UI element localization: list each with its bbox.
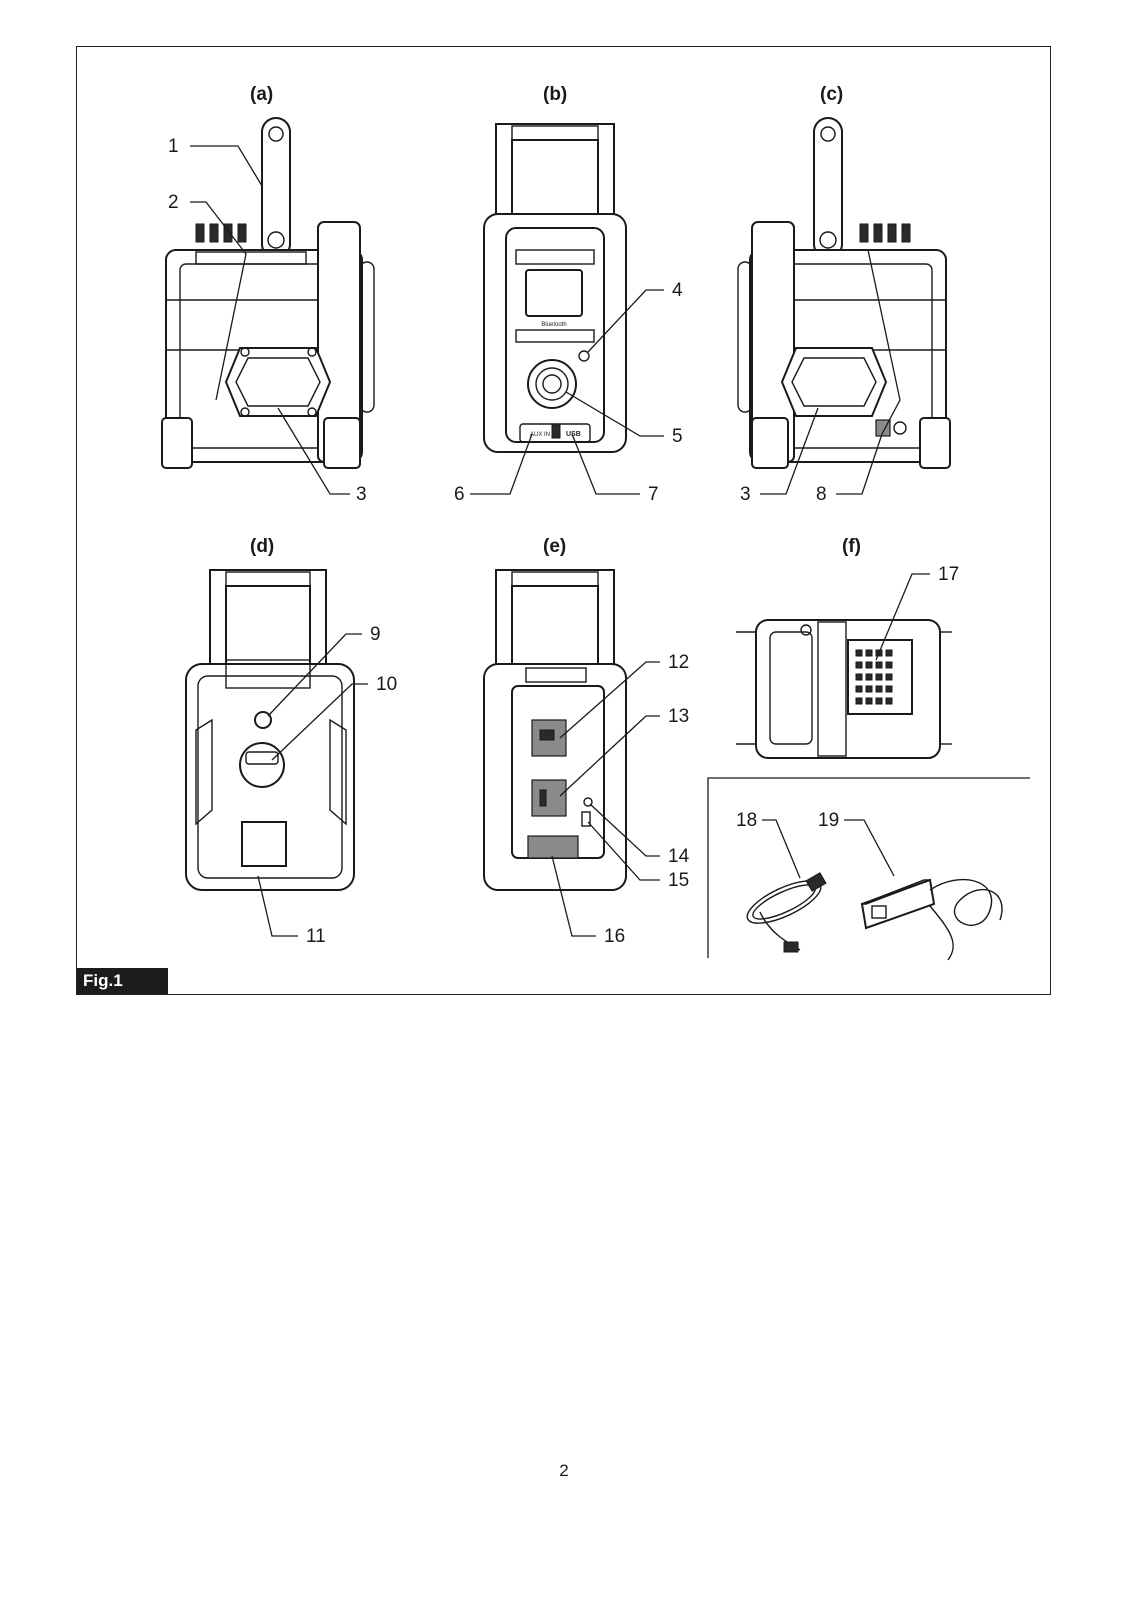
callout-18: 18 [736, 810, 757, 831]
callout-5: 5 [672, 426, 683, 447]
figure-illustration: (a) 1 2 3 [161, 84, 1030, 961]
panel-label-e: (e) [543, 536, 566, 557]
callout-1: 1 [168, 136, 179, 157]
callout-15: 15 [668, 870, 689, 891]
callout-12: 12 [668, 652, 689, 673]
accessory-divider [707, 777, 1030, 958]
panel-d-radio-back-view: (d) 9 10 11 [185, 536, 397, 947]
antenna [261, 117, 291, 259]
panel-label-b: (b) [543, 84, 567, 105]
callout-4: 4 [672, 280, 683, 301]
power-cord [746, 872, 827, 953]
figure-frame [76, 46, 1051, 995]
power-button [578, 350, 590, 362]
callout-16: 16 [604, 926, 625, 947]
panel-a-radio-side-view: (a) 1 2 3 [161, 84, 375, 505]
bluetooth-text: Bluetooth [541, 322, 566, 328]
panel-f-radio-top-view: (f) 17 [707, 536, 1030, 961]
hanger-screw [254, 711, 272, 729]
carry-handle [495, 123, 615, 225]
callout-3a: 3 [356, 484, 367, 505]
panel-label-d: (d) [250, 536, 274, 557]
callout-19: 19 [818, 810, 839, 831]
speaker-grille [224, 347, 332, 417]
callout-14: 14 [668, 846, 690, 867]
panel-c-radio-side-view: (c) 3 8 [737, 84, 951, 505]
page-number: 2 [559, 1461, 569, 1480]
top-vents [195, 223, 247, 243]
callout-3b: 3 [740, 484, 751, 505]
callout-13: 13 [668, 706, 689, 727]
callout-11: 11 [306, 926, 326, 947]
callout-2: 2 [168, 192, 179, 213]
reset-button [583, 797, 593, 807]
battery-cover [527, 835, 579, 859]
battery-terminal-lower [531, 779, 567, 817]
panel-e-radio-battery-compartment: (e) 12 13 14 15 16 [483, 536, 690, 947]
callout-17: 17 [938, 564, 959, 585]
top-vents [859, 223, 911, 243]
panel-b-radio-front-view: (b) Bluetooth AUX IN USB 4 5 6 7 [454, 84, 683, 505]
panel-label-f: (f) [842, 536, 861, 557]
usb-port [581, 811, 591, 827]
volume-dial [527, 359, 577, 409]
figure-caption: Fig.1 [77, 968, 168, 994]
usb-text: USB [566, 431, 581, 438]
hook-mount [239, 742, 285, 788]
dc-jack-cover [875, 419, 891, 437]
panel-label-c: (c) [820, 84, 843, 105]
callout-8: 8 [816, 484, 827, 505]
antenna [813, 117, 843, 259]
ac-adapter [860, 878, 1003, 961]
callout-7: 7 [648, 484, 659, 505]
aux-in-text: AUX IN [530, 432, 550, 438]
callout-10: 10 [376, 674, 397, 695]
panel-label-a: (a) [250, 84, 273, 105]
label-plate [241, 821, 287, 867]
lcd-display [525, 269, 583, 317]
speaker-grille [780, 347, 888, 417]
callout-9: 9 [370, 624, 381, 645]
callout-6: 6 [454, 484, 465, 505]
